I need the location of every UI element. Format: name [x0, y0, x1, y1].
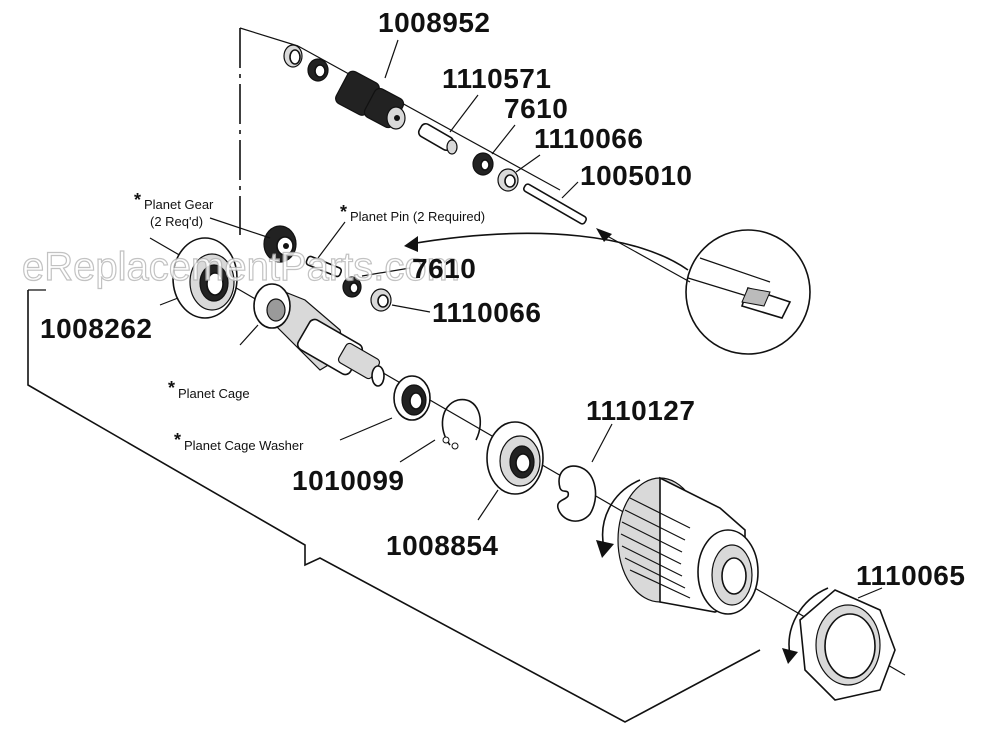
needle-bearing-7610-top: [472, 152, 494, 176]
rotation-arrow-housing: [596, 479, 641, 558]
pin-1005010: [522, 183, 588, 225]
snap-ring-1010099: [441, 398, 482, 450]
rotation-arrow-nut: [782, 587, 829, 664]
pin-detail-callout: [404, 228, 811, 355]
bearing-1008854: [486, 421, 544, 495]
part-label-1110065: 1110065: [856, 560, 965, 591]
part-label-1010099: 1010099: [292, 465, 405, 496]
washer-1110066-top: [497, 168, 519, 192]
planet-gear-star: *: [134, 190, 141, 210]
planet-gear-qty-note: (2 Req'd): [150, 214, 203, 229]
part-label-1110066-top: 1110066: [534, 123, 643, 154]
gear-shaft-1008952: [335, 70, 406, 130]
part-label-7610-top: 7610: [504, 93, 568, 124]
bearing-1008262: [172, 237, 238, 319]
assembly-frame: [27, 27, 761, 723]
planet-cage-note: Planet Cage: [178, 386, 250, 401]
part-label-1008952: 1008952: [378, 7, 491, 38]
planet-cage: [253, 283, 385, 387]
small-washer-top: [283, 44, 303, 68]
part-label-1005010: 1005010: [580, 160, 693, 191]
wave-washer-1110127: [556, 465, 597, 522]
planet-pin: [305, 255, 343, 278]
part-label-1110571: 1110571: [442, 63, 551, 94]
threaded-housing: [617, 476, 759, 615]
part-label-1110066-mid: 1110066: [432, 297, 541, 328]
planet-pin-note: Planet Pin (2 Required): [350, 209, 485, 224]
planet-gear-note: Planet Gear: [144, 197, 214, 212]
washer-1110066-mid: [370, 288, 392, 312]
pin-1110571: [417, 122, 458, 155]
planet-cage-star: *: [168, 378, 175, 398]
leader-lines: [159, 39, 883, 599]
needle-bearing-top: [307, 58, 329, 82]
part-label-1008854: 1008854: [386, 530, 499, 561]
planet-cage-washer-star: *: [174, 430, 181, 450]
part-label-1110127: 1110127: [586, 395, 695, 426]
planet-cage-washer-note: Planet Cage Washer: [184, 438, 304, 453]
planet-gear: [263, 225, 297, 263]
needle-bearing-7610-mid: [342, 276, 362, 298]
watermark-text: eReplacementParts.com: [22, 245, 460, 289]
planet-cage-washer: [393, 375, 431, 421]
axis-lines: [149, 45, 906, 676]
planet-pin-star: *: [340, 202, 347, 222]
part-label-7610-mid: 7610: [412, 253, 476, 284]
jam-nut-1110065: [799, 589, 896, 701]
part-label-1008262: 1008262: [40, 313, 153, 344]
